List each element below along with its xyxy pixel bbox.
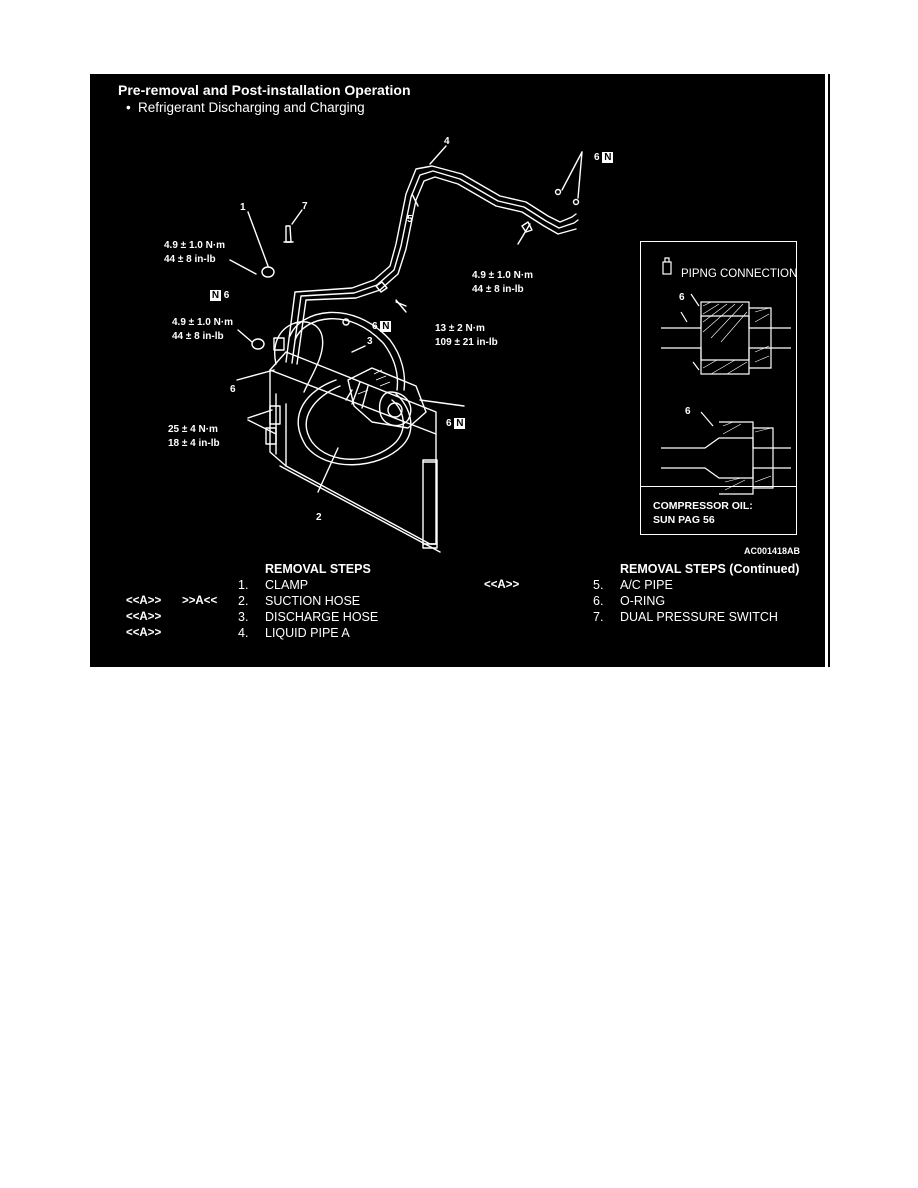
figure-code: AC001418AB [744,546,801,556]
callout-6-left: N 6 [210,290,230,302]
compressor-oil-value: SUN PAG 56 [653,514,715,526]
callout-6-top: 6 N [594,152,614,164]
header-item: Refrigerant Discharging and Charging [138,100,365,115]
torque-5-inlb: 18 ± 4 in-lb [168,438,220,449]
callout-4: 4 [444,136,450,147]
callout-2: 2 [316,512,322,523]
piping-connection-inset: PIPNG CONNECTION 6 6 COMPRESSOR OIL: SUN… [640,241,797,535]
removal-steps-heading: REMOVAL STEPS [265,562,371,576]
inset-callout-upper: 6 [679,292,685,303]
torque-1-nm: 4.9 ± 1.0 N·m [164,240,226,251]
inset-title: PIPNG CONNECTION [681,268,798,280]
torque-3-nm: 4.9 ± 1.0 N·m [172,317,234,328]
diagram-panel: Pre-removal and Post-installation Operat… [90,74,825,667]
removal-steps-continued-heading: REMOVAL STEPS (Continued) [620,562,800,576]
torque-1-inlb: 44 ± 8 in-lb [164,254,216,265]
compressor-oil-label: COMPRESSOR OIL: [653,500,753,512]
header-title: Pre-removal and Post-installation Operat… [118,82,411,98]
torque-4-nm: 13 ± 2 N·m [435,323,485,334]
header-bullet: • [126,100,131,115]
inset-callout-lower: 6 [685,406,691,417]
callout-7: 7 [302,201,308,212]
n-badge: N [602,152,614,163]
callout-6-lower: 6 [230,384,236,395]
callout-6-compressor: 6 N [446,418,466,430]
n-badge: N [380,321,392,332]
n-badge: N [210,290,221,301]
page-edge-line [828,74,830,667]
torque-2-inlb: 44 ± 8 in-lb [472,284,524,295]
callout-1: 1 [240,202,246,213]
callout-6-mid: 6 N [372,321,392,333]
torque-3-inlb: 44 ± 8 in-lb [172,331,224,342]
ac-piping-illustration [229,145,583,553]
callout-5: 5 [407,214,413,225]
torque-2-nm: 4.9 ± 1.0 N·m [472,270,534,281]
callout-3: 3 [367,336,373,347]
n-badge: N [454,418,466,429]
torque-4-inlb: 109 ± 21 in-lb [435,337,498,348]
inset-divider [641,486,796,487]
torque-5-nm: 25 ± 4 N·m [168,424,218,435]
piping-connection-drawing [661,257,791,495]
